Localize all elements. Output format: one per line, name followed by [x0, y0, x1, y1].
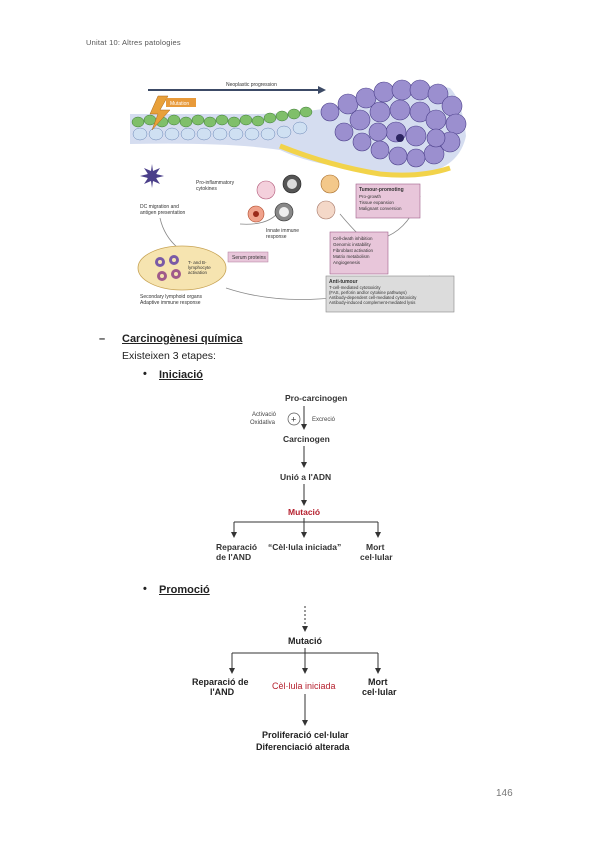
neoplastic-progression-label: Neoplastic progression	[226, 82, 277, 88]
promocio-diagram: Mutació Reparació de l'AND Cèl·lula inic…	[192, 606, 397, 752]
cd-item: Genomic instability	[333, 242, 372, 247]
tp-item: Malignant conversion	[359, 206, 402, 211]
dendritic-cell-icon	[140, 134, 404, 188]
pro-inflammatory-label: Pro-inflammatory	[196, 180, 235, 186]
carcinogen-label: Carcinogen	[283, 434, 330, 444]
cel-iniciada2-label: Cèl·lula iniciada	[272, 681, 336, 691]
reparacio2-label: Reparació de	[192, 677, 249, 687]
at-item: Antibody-induced complement-mediated lys…	[329, 300, 415, 305]
at-item: Antibody-dependent cell-mediated cytotox…	[329, 295, 417, 300]
de-adn-label: de l'AND	[216, 552, 251, 562]
mutation-label: Mutation	[170, 101, 189, 107]
lymph-node	[137, 245, 227, 291]
mort2-label: Mort	[368, 677, 388, 687]
cel-iniciada-label: “Cèl·lula iniciada”	[268, 542, 341, 552]
mutacio-label: Mutació	[288, 507, 320, 517]
pro-carcinogen-label: Pro-carcinogen	[285, 393, 347, 403]
tp-item: Tissue expansion	[359, 200, 394, 205]
reparacio-label: Reparació	[216, 542, 257, 552]
unio-adn-label: Unió a l'ADN	[280, 472, 331, 482]
plus-sign: +	[291, 415, 296, 425]
adn2-label: l'AND	[210, 687, 235, 697]
tumour-cells	[320, 79, 467, 168]
at-item: T-cell-mediated cytotoxicity	[329, 285, 381, 290]
adaptive-response-label: Adaptive immune response	[140, 300, 201, 306]
tp-item: Pro-growth	[359, 194, 382, 199]
mutacio2-label: Mutació	[288, 636, 323, 646]
list-dash: –	[99, 333, 106, 345]
diferenciacio-label: Diferenciació alterada	[256, 742, 351, 752]
antigen-presentation-label: antigen presentation	[140, 210, 186, 216]
iniciacio-diagram: Pro-carcinogen + Activació Oxidativa Exc…	[216, 393, 393, 562]
stage-iniciacio: Iniciació	[159, 369, 204, 381]
section-intro: Existeixen 3 etapes:	[122, 350, 216, 362]
dc-migration-label: DC migration and	[140, 204, 179, 210]
mort-label: Mort	[366, 542, 385, 552]
cd-item: Fibroblast activation	[333, 248, 374, 253]
bullet-1: •	[143, 368, 147, 380]
innate-immune-cells	[247, 174, 340, 223]
at-item: (FAS, perforin and/or cytokine pathways)	[329, 290, 407, 295]
tumour-immunity-figure: Neoplastic progression Mutation	[130, 79, 467, 313]
innate-immune-label: Innate immune	[266, 228, 299, 234]
oxidativa-label: Oxidativa	[250, 420, 276, 426]
cytokines-label: cytokines	[196, 186, 217, 192]
innate-response-label: response	[266, 234, 287, 240]
stage-promocio: Promoció	[159, 584, 210, 596]
cd-item: Angiogenesis	[333, 260, 361, 265]
proliferacio-label: Proliferació cel·lular	[262, 730, 349, 740]
serum-proteins-label: Serum proteins	[232, 255, 266, 261]
excrecio-label: Excreció	[312, 417, 336, 423]
cd-item: Cell-death inhibition	[333, 236, 373, 241]
page-number: 146	[496, 788, 513, 799]
secondary-lymphoid-label: Secondary lymphoid organs	[140, 294, 202, 300]
anti-tumour-title: Anti-tumour	[329, 279, 358, 285]
activacio-label: Activació	[252, 412, 277, 418]
tumour-promoting-title: Tumour-promoting	[359, 187, 404, 193]
section-title: Carcinogènesi química	[122, 333, 243, 345]
cellular-label: cel·lular	[360, 552, 393, 562]
tb-label-2: lymphocyte	[188, 265, 211, 270]
tb-label-3: activation	[188, 270, 208, 275]
page-header: Unitat 10: Altres patologies	[86, 38, 181, 47]
cd-item: Matrix metabolism	[333, 254, 370, 259]
tb-label-1: T- and B-	[188, 260, 207, 265]
epithelial-cells	[131, 106, 313, 128]
cellular2-label: cel·lular	[362, 687, 397, 697]
bullet-2: •	[143, 583, 147, 595]
stromal-cells	[132, 121, 308, 141]
